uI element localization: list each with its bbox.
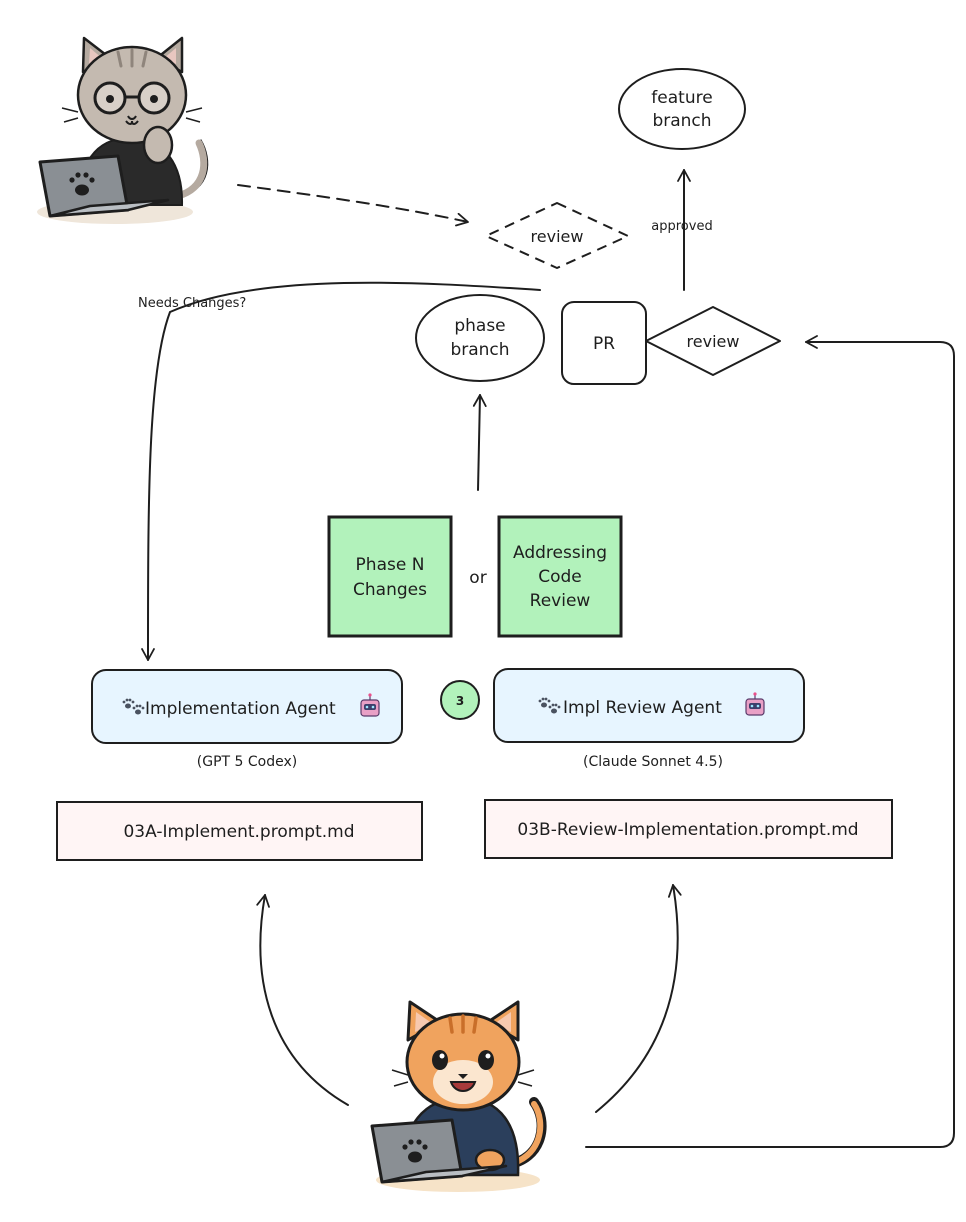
review-diamond: review bbox=[645, 306, 781, 376]
robot-icon bbox=[360, 693, 380, 717]
phase-changes-line1: Phase N bbox=[356, 555, 425, 575]
reviewer-to-review-arrow bbox=[237, 184, 469, 227]
review-agent-node: Impl Review Agent bbox=[493, 668, 805, 743]
phase-changes-node: Phase N Changes bbox=[327, 515, 453, 638]
addressing-line2: Code bbox=[538, 567, 582, 587]
dev-to-impl-prompt-arrow bbox=[256, 894, 349, 1106]
connectors bbox=[141, 169, 955, 1148]
addressing-review-node: Addressing Code Review bbox=[497, 515, 623, 638]
review-model-label: (Claude Sonnet 4.5) bbox=[583, 754, 723, 770]
paw-prints-icon bbox=[122, 698, 145, 715]
reviewer-cat-illustration bbox=[37, 36, 209, 224]
feature-branch-node: feature branch bbox=[618, 68, 746, 150]
pr-node: PR bbox=[561, 301, 647, 385]
implementation-agent-label: Implementation Agent bbox=[145, 699, 336, 719]
review-dashed-diamond: review bbox=[485, 202, 629, 269]
step-badge-number: 3 bbox=[456, 694, 464, 708]
dev-to-review-diamond-arrow bbox=[585, 335, 955, 1148]
phase-branch-node: phase branch bbox=[415, 294, 545, 382]
paw-prints-icon bbox=[538, 697, 561, 714]
or-label: or bbox=[469, 568, 486, 588]
pr-label: PR bbox=[593, 334, 615, 354]
review-diamond-label: review bbox=[687, 332, 740, 351]
robot-icon bbox=[745, 692, 765, 716]
dev-to-review-prompt-arrow bbox=[595, 884, 682, 1113]
implement-prompt-file: 03A-Implement.prompt.md bbox=[56, 801, 423, 861]
step-badge: 3 bbox=[440, 680, 480, 720]
review-dashed-label: review bbox=[531, 227, 584, 246]
implement-prompt-label: 03A-Implement.prompt.md bbox=[123, 822, 354, 842]
review-agent-label: Impl Review Agent bbox=[563, 698, 722, 718]
review-prompt-label: 03B-Review-Implementation.prompt.md bbox=[517, 820, 858, 840]
feature-branch-label-line2: branch bbox=[652, 111, 711, 131]
addressing-line3: Review bbox=[530, 591, 591, 611]
feature-branch-label-line1: feature bbox=[651, 88, 712, 108]
implementation-model-label: (GPT 5 Codex) bbox=[197, 754, 297, 770]
needs-changes-arrow bbox=[141, 281, 541, 661]
phase-changes-line2: Changes bbox=[353, 580, 427, 600]
phase-branch-label-line1: phase bbox=[454, 316, 505, 336]
addressing-line1: Addressing bbox=[513, 543, 607, 563]
review-prompt-file: 03B-Review-Implementation.prompt.md bbox=[484, 799, 893, 859]
approved-label: approved bbox=[651, 219, 712, 234]
developer-cat-illustration bbox=[370, 1000, 547, 1192]
changes-to-phase-branch-arrow bbox=[472, 394, 487, 491]
implementation-agent-node: Implementation Agent bbox=[91, 669, 403, 744]
needs-changes-label: Needs Changes? bbox=[138, 296, 246, 311]
phase-branch-label-line2: branch bbox=[450, 340, 509, 360]
